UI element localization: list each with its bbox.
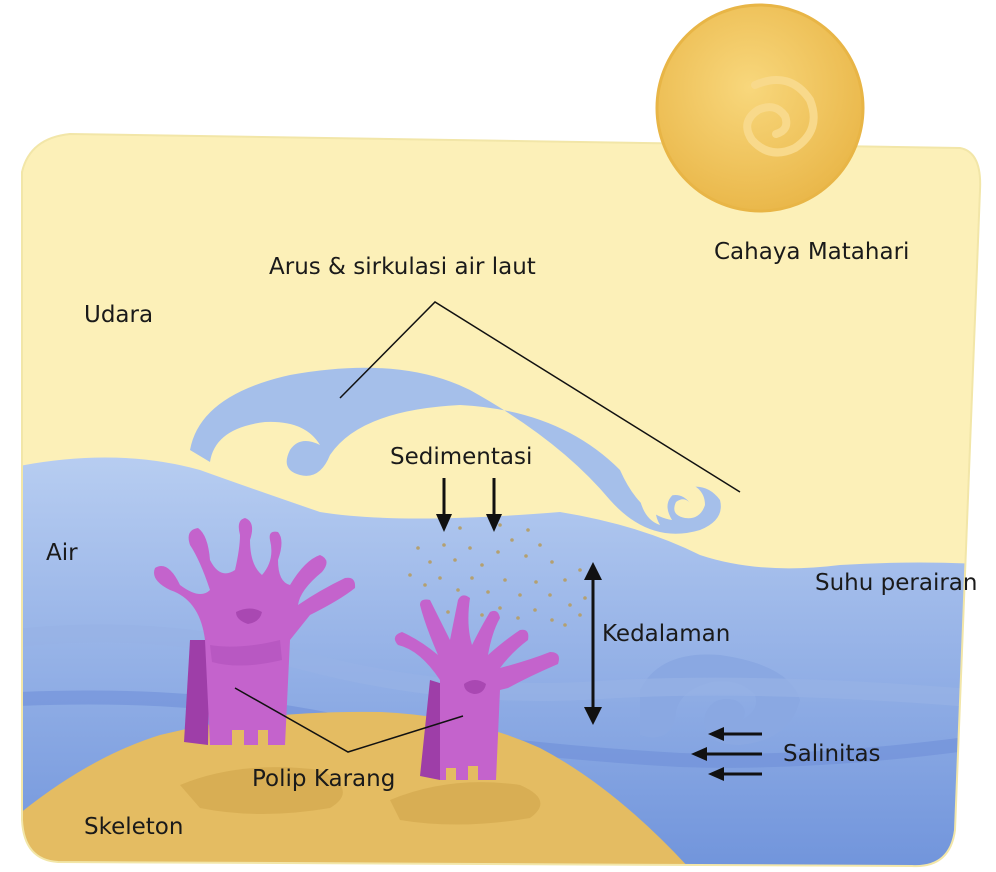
coral-polyp-left [154, 518, 356, 745]
coral-polyp-right [394, 595, 559, 780]
label-temperature: Suhu perairan [815, 570, 978, 596]
sediment-particles [408, 523, 587, 627]
sand-shadow [180, 767, 343, 814]
sand-shadow [390, 782, 541, 825]
leader-lines [234, 301, 741, 753]
label-water: Air [46, 540, 78, 566]
label-air-above: Udara [84, 302, 154, 328]
current-leader-line [339, 301, 741, 493]
wave-curl [640, 479, 705, 525]
scene-frame [21, 132, 982, 868]
label-current: Arus & sirkulasi air laut [269, 254, 536, 280]
depth-arrow [584, 562, 602, 725]
lower-swirl [640, 654, 800, 745]
label-depth: Kedalaman [602, 621, 731, 647]
salinity-arrows [691, 727, 762, 781]
curling-wave [190, 367, 721, 534]
label-sediment: Sedimentasi [390, 444, 533, 470]
label-skeleton: Skeleton [84, 814, 184, 840]
label-polyp: Polip Karang [252, 766, 396, 792]
sand-mound [22, 711, 700, 867]
sedimentation-arrows [436, 478, 502, 532]
polyp-leader-line [234, 687, 464, 753]
label-sun: Cahaya Matahari [714, 239, 910, 265]
label-salinity: Salinitas [783, 741, 881, 767]
sun-icon [655, 3, 865, 213]
